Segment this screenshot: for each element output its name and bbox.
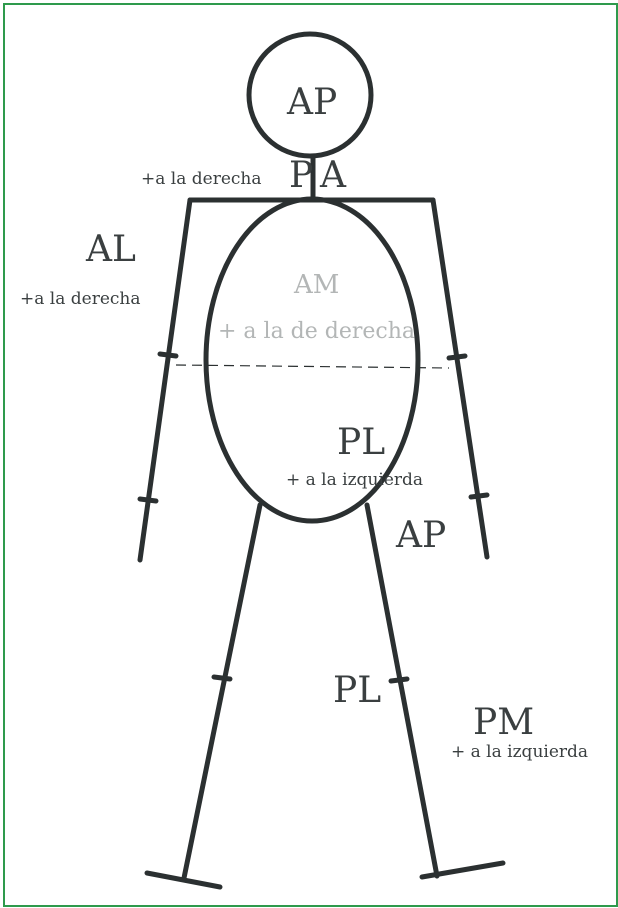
head-label: AP bbox=[287, 85, 337, 121]
left-wrist-tick bbox=[140, 499, 156, 501]
left-arm bbox=[140, 200, 190, 560]
neck-p-label: P bbox=[289, 158, 313, 194]
arm-label: AL bbox=[86, 232, 136, 268]
arm-note: +a la derecha bbox=[20, 291, 141, 308]
neck-note: +a la derecha bbox=[141, 171, 262, 188]
torso-upper-note: + a la de derecha bbox=[218, 321, 415, 343]
left-knee-tick bbox=[214, 677, 230, 679]
right-arm bbox=[433, 200, 487, 557]
torso-upper-label: AM bbox=[294, 272, 339, 298]
right-elbow-tick bbox=[449, 356, 465, 358]
left-leg bbox=[184, 505, 260, 878]
foot-note: + a la izquierda bbox=[451, 744, 588, 761]
waist-dashed-line bbox=[176, 365, 449, 368]
frame-border bbox=[4, 4, 617, 906]
right-knee-tick bbox=[391, 679, 407, 681]
torso-lower-label: PL bbox=[337, 425, 385, 461]
left-elbow-tick bbox=[160, 354, 176, 356]
torso-lower-note: + a la izquierda bbox=[286, 472, 423, 489]
leg-label: PL bbox=[333, 673, 381, 709]
right-wrist-tick bbox=[471, 495, 487, 497]
foot-label: PM bbox=[473, 705, 534, 741]
neck-a-label: A bbox=[320, 158, 346, 194]
hip-label: AP bbox=[396, 518, 446, 554]
